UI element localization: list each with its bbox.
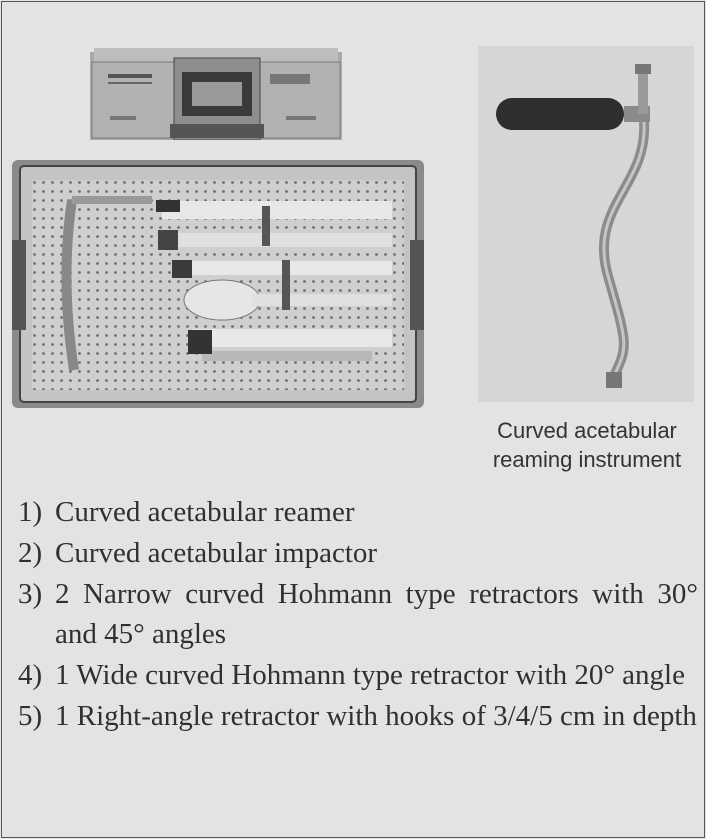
list-item-number: 2) [18,537,43,569]
caption-line-1: Curved acetabular [497,418,677,443]
list-item-number: 1) [18,496,43,528]
caption-line-2: reaming instrument [492,447,682,472]
list-item: 4) 1 Wide curved Hohmann type retractor … [18,655,698,695]
list-item-number: 5) [18,700,43,732]
list-item-number: 4) [18,659,43,691]
list-item-text: 1 Wide curved Hohmann type retractor wit… [55,659,685,691]
instrument-case-image [90,48,342,140]
list-item-text: 1 Right-angle retractor with hooks of 3/… [55,700,697,732]
list-item: 2) Curved acetabular impactor [18,533,698,573]
list-item-text: Curved acetabular impactor [55,537,378,569]
list-item-text: Curved acetabular reamer [55,496,355,528]
list-item-number: 3) [18,578,43,610]
list-item: 3) 2 Narrow curved Hohmann type retracto… [18,574,698,654]
reaming-instrument-image [478,46,694,402]
instrument-list: 1) Curved acetabular reamer 2) Curved ac… [18,492,698,737]
list-item-text: 2 Narrow curved Hohmann type retractors … [55,578,698,650]
reaming-instrument-caption: Curved acetabular reaming instrument [442,416,706,474]
list-item: 1) Curved acetabular reamer [18,492,698,532]
list-item: 5) 1 Right-angle retractor with hooks of… [18,696,698,736]
instrument-tray-image [12,160,424,408]
